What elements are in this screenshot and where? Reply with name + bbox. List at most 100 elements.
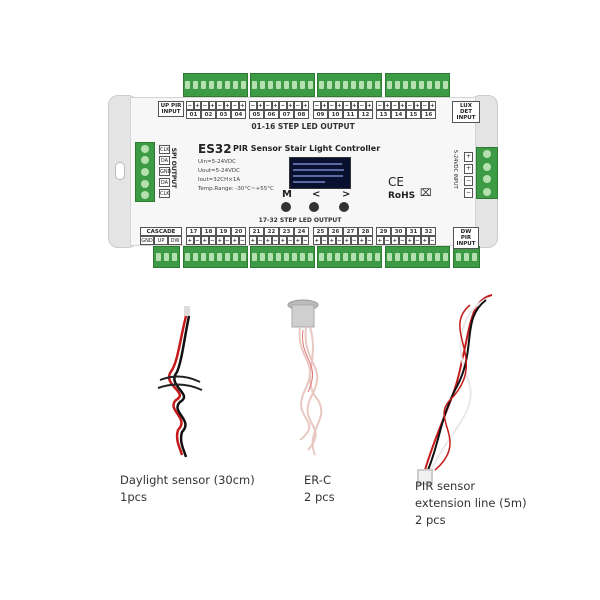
bottom-terminal-block: [317, 246, 382, 268]
channel-number: 15: [406, 110, 421, 119]
polarity-label: +: [294, 236, 302, 245]
polarity-label: −: [391, 101, 399, 110]
polarity-label: +: [238, 101, 246, 110]
terminal-screw: [193, 253, 199, 261]
terminal-screw: [163, 253, 169, 261]
terminal-screw: [403, 81, 409, 89]
polarity-label: −: [350, 236, 358, 245]
spec-uout: Uout=5-24VDC: [198, 168, 240, 174]
polarity-label: −: [256, 236, 264, 245]
channel-number: 30: [391, 227, 406, 236]
polarity-label: −: [208, 236, 216, 245]
terminal-screw: [366, 81, 372, 89]
terminal-screw: [291, 253, 297, 261]
prev-button[interactable]: [309, 202, 319, 212]
terminal-screw: [403, 253, 409, 261]
polarity-label: +: [320, 101, 328, 110]
top-terminal-block: [183, 73, 248, 97]
terminal-screw: [240, 253, 246, 261]
rohs-mark: RoHS: [388, 191, 416, 201]
polarity-label: +: [286, 101, 294, 110]
polarity-label: −: [428, 236, 436, 245]
mount-hole: [115, 162, 125, 180]
next-button[interactable]: [339, 202, 349, 212]
spi-pin-label: DA: [159, 178, 170, 187]
polarity-label: +: [428, 101, 436, 110]
terminal-screw: [455, 253, 461, 261]
top-terminal-block: [385, 73, 450, 97]
terminal-screw: [260, 253, 266, 261]
terminal-screw: [252, 253, 258, 261]
model-name: ES32: [198, 142, 232, 156]
polarity-label: +: [193, 101, 201, 110]
terminal-screw: [283, 253, 289, 261]
channel-number: 07: [279, 110, 294, 119]
bottom-terminal-block: [153, 246, 180, 268]
polarity-label: −: [216, 101, 224, 110]
polarity-label: +: [216, 236, 224, 245]
terminal-screw: [260, 81, 266, 89]
top-terminal-block: [317, 73, 382, 97]
polarity-label: −: [238, 236, 246, 245]
terminal-screw: [411, 81, 417, 89]
polarity-label: −: [398, 236, 406, 245]
pir-extension-qty: 2 pcs: [415, 513, 446, 527]
terminal-screw: [319, 253, 325, 261]
terminal-screw: [442, 253, 448, 261]
terminal-screw: [185, 253, 191, 261]
next-button-label: >: [342, 189, 351, 200]
polarity-label: +: [383, 101, 391, 110]
polarity-label: −: [365, 236, 373, 245]
power-input-label: 5-24VDC INPUT: [452, 150, 458, 189]
channel-number: 32: [421, 227, 436, 236]
terminal-screw: [327, 253, 333, 261]
terminal-screw: [299, 81, 305, 89]
cascade-pin-label: UP: [154, 236, 168, 245]
er-c-name: ER-C: [304, 473, 331, 487]
channel-number: 21: [249, 227, 264, 236]
channel-number: 25: [313, 227, 328, 236]
terminal-screw: [291, 81, 297, 89]
terminal-screw: [374, 81, 380, 89]
channel-number: 13: [376, 110, 391, 119]
polarity-label: −: [328, 101, 336, 110]
terminal-screw: [350, 253, 356, 261]
menu-button-label: M: [282, 189, 292, 200]
terminal-screw: [276, 253, 282, 261]
menu-button[interactable]: [281, 202, 291, 212]
polarity-label: −: [335, 236, 343, 245]
terminal-screw: [418, 253, 424, 261]
polarity-label: +: [358, 236, 366, 245]
channel-number: 18: [201, 227, 216, 236]
polarity-label: +: [249, 236, 257, 245]
channel-number: 29: [376, 227, 391, 236]
terminal-screw: [201, 253, 207, 261]
polarity-label: +: [231, 236, 239, 245]
power-pin-label: +: [464, 152, 473, 162]
cascade-pin-label: GND: [140, 236, 154, 245]
terminal-screw: [387, 81, 393, 89]
channel-number: 19: [216, 227, 231, 236]
channel-number: 22: [264, 227, 279, 236]
polarity-label: +: [264, 236, 272, 245]
polarity-label: +: [343, 236, 351, 245]
terminal-screw: [387, 253, 393, 261]
power-pin-label: +: [464, 164, 473, 174]
terminal-screw: [343, 81, 349, 89]
terminal-screw: [335, 81, 341, 89]
spi-pin-label: GND: [159, 167, 172, 176]
polarity-label: +: [201, 236, 209, 245]
pir-extension-name: PIR sensor: [415, 479, 476, 493]
channel-number: 17: [186, 227, 201, 236]
spi-output-label: SPI OUTPUT: [170, 147, 177, 189]
terminal-screw: [327, 81, 333, 89]
polarity-label: +: [398, 101, 406, 110]
channel-number: 01: [186, 110, 201, 119]
channel-number: 11: [343, 110, 358, 119]
channel-number: 12: [358, 110, 373, 119]
spi-pin-label: CLK: [159, 145, 170, 154]
